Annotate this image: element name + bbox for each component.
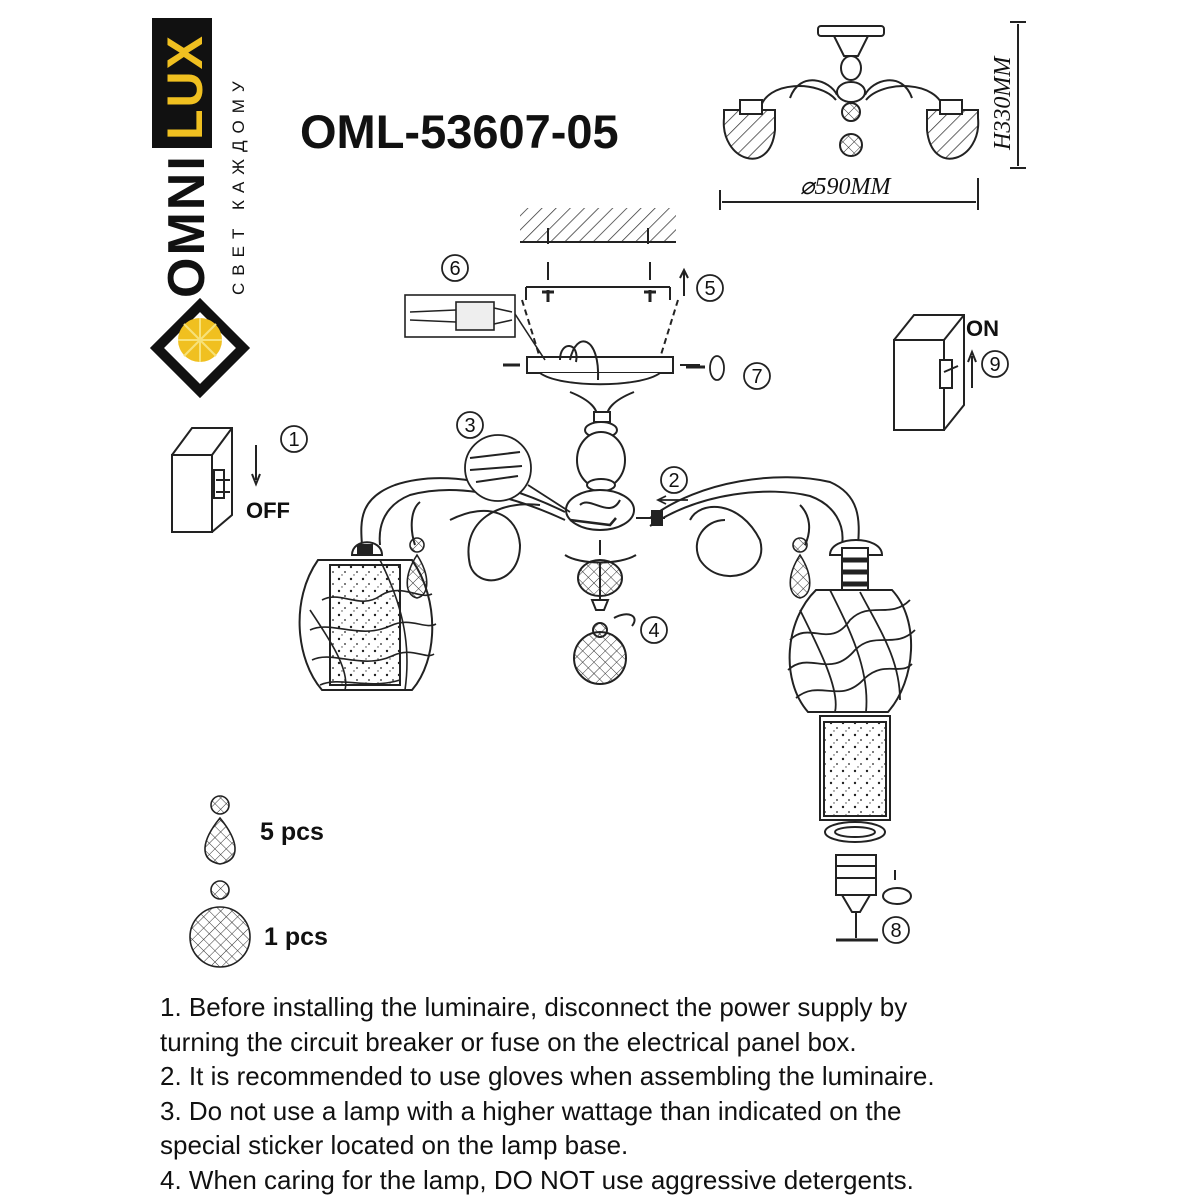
instruction-line: turning the circuit breaker or fuse on t… <box>160 1026 857 1057</box>
instruction-line: special sticker located on the lamp base… <box>160 1130 629 1160</box>
safety-instructions: 1. Before installing the luminaire, disc… <box>160 990 1040 1197</box>
logo-text-omni: OMNI <box>158 154 216 298</box>
logo-tagline: СВЕТ КАЖДОМУ <box>229 74 248 295</box>
chandelier-body <box>360 363 860 600</box>
step-callouts: 1 2 3 4 5 6 7 <box>280 254 1009 944</box>
ceiling-mount <box>505 208 700 386</box>
step-5-callout: 5 <box>696 274 724 302</box>
height-label: H330MM <box>990 55 1016 151</box>
step-1-number: 1 <box>288 429 299 451</box>
step-7-callout: 7 <box>709 355 771 390</box>
step-2-number: 2 <box>668 470 679 492</box>
parts-list: 5 pcs 1 pcs <box>189 795 328 968</box>
step-9-callout: 9 <box>981 350 1009 378</box>
step-4-number: 4 <box>648 620 659 642</box>
logo-text-lux: LUX <box>157 34 213 140</box>
instruction-line: 4. When caring for the lamp, DO NOT use … <box>160 1164 914 1195</box>
step-3-callout: 3 <box>456 411 571 513</box>
step-6-number: 6 <box>449 258 460 280</box>
logo-sun-icon <box>149 297 251 399</box>
instruction-line: 2. It is recommended to use gloves when … <box>160 1061 935 1091</box>
crystal-ball-pendant-icon <box>189 880 251 968</box>
diameter-label: ⌀590MM <box>800 174 892 200</box>
terminal-block <box>404 294 546 361</box>
step-4-callout: 4 <box>640 616 668 644</box>
switch-off-label: OFF <box>246 498 290 523</box>
right-drop-crystal <box>789 537 811 599</box>
step-8-callout: 8 <box>882 916 910 944</box>
switch-on <box>893 314 977 431</box>
center-ball-pendant <box>573 599 636 685</box>
switch-off <box>171 427 261 533</box>
left-glass-shade <box>298 541 437 691</box>
step-5-number: 5 <box>704 278 715 300</box>
switch-on-label: ON <box>966 316 999 341</box>
step-1-callout: 1 <box>280 425 308 453</box>
left-drop-crystal <box>406 537 428 599</box>
step-9-number: 9 <box>989 354 1000 376</box>
step-7-number: 7 <box>751 366 762 388</box>
model-number: OML-53607-05 <box>300 105 619 158</box>
instruction-line: 3. Do not use a lamp with a higher watta… <box>160 1095 902 1126</box>
step-8-number: 8 <box>890 920 901 942</box>
part-ball-qty: 1 pcs <box>264 923 328 951</box>
logo-badge <box>152 18 212 148</box>
right-glass-shade <box>787 539 916 942</box>
instruction-line: 1. Before installing the luminaire, disc… <box>160 992 908 1022</box>
step-2-callout: 2 <box>655 466 688 505</box>
step-6-callout: 6 <box>441 254 469 282</box>
step-3-number: 3 <box>464 415 475 437</box>
crystal-drop-pendant-icon <box>204 795 236 865</box>
dimension-drawing <box>719 21 1026 210</box>
part-drop-qty: 5 pcs <box>260 818 324 846</box>
brand-logo: LUX OMNI СВЕТ КАЖДОМУ <box>149 18 251 399</box>
